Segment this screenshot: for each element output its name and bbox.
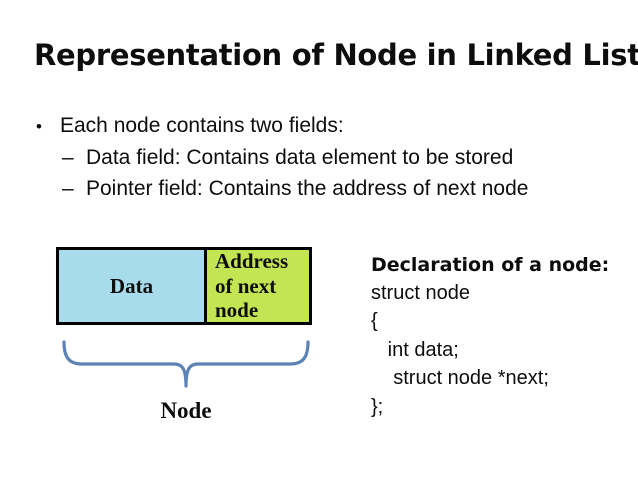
declaration-code-line: struct node	[371, 281, 470, 304]
declaration-block: Declaration of a node: struct node { int…	[371, 252, 621, 421]
list-item-label: Each node contains two fields:	[60, 114, 344, 137]
declaration-code-line: };	[371, 395, 384, 418]
list-item-label: Data field: Contains data element to be …	[86, 145, 514, 169]
list-item-label: Pointer field: Contains the address of n…	[86, 177, 529, 201]
declaration-code-line: {	[371, 310, 378, 333]
bullet-dash-icon: –	[62, 145, 74, 169]
bullet-dash-icon: –	[62, 177, 74, 201]
curly-brace-icon	[56, 340, 316, 388]
node-address-label-line1: Address	[215, 248, 289, 273]
page-title: Representation of Node in Linked List	[34, 38, 638, 72]
node-caption: Node	[160, 398, 212, 423]
node-address-cell: Address of next node	[204, 248, 309, 323]
list-item: – Pointer field: Contains the address of…	[62, 175, 610, 203]
list-item: • Each node contains two fields:	[30, 112, 610, 140]
bullet-list: • Each node contains two fields: – Data …	[30, 112, 610, 203]
node-address-label-line3: node	[215, 298, 259, 323]
node-data-cell: Data	[59, 250, 204, 322]
declaration-code-line: struct node *next;	[371, 367, 549, 390]
bullet-dot-icon: •	[36, 117, 42, 136]
node-box: Data Address of next node	[56, 247, 312, 325]
node-diagram: Data Address of next node	[56, 247, 312, 325]
declaration-code-line: int data;	[371, 338, 459, 361]
node-address-label-line2: of next	[215, 273, 277, 298]
list-item: – Data field: Contains data element to b…	[62, 144, 610, 172]
node-data-label: Data	[109, 273, 154, 298]
declaration-heading: Declaration of a node:	[371, 254, 610, 276]
curly-brace-svg	[62, 340, 310, 388]
